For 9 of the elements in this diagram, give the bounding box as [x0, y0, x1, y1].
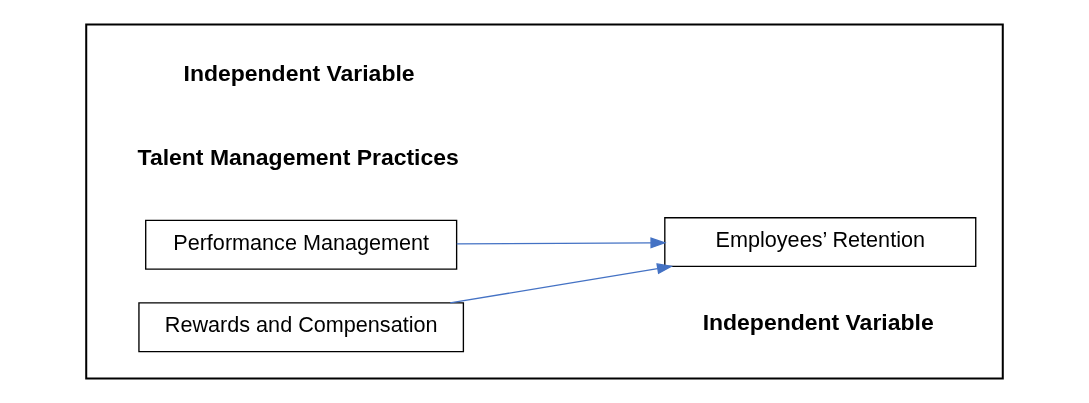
node-box: Performance Management: [145, 219, 458, 270]
label: Independent Variable: [183, 60, 415, 87]
arrow: [456, 237, 667, 249]
label: Independent Variable: [702, 309, 934, 336]
arrow: [449, 263, 674, 304]
label: Talent Management Practices: [137, 144, 459, 171]
cluster: [85, 23, 1004, 380]
node-box: Employees’ Retention: [664, 217, 977, 268]
node-box: Rewards and Compensation: [138, 302, 465, 353]
